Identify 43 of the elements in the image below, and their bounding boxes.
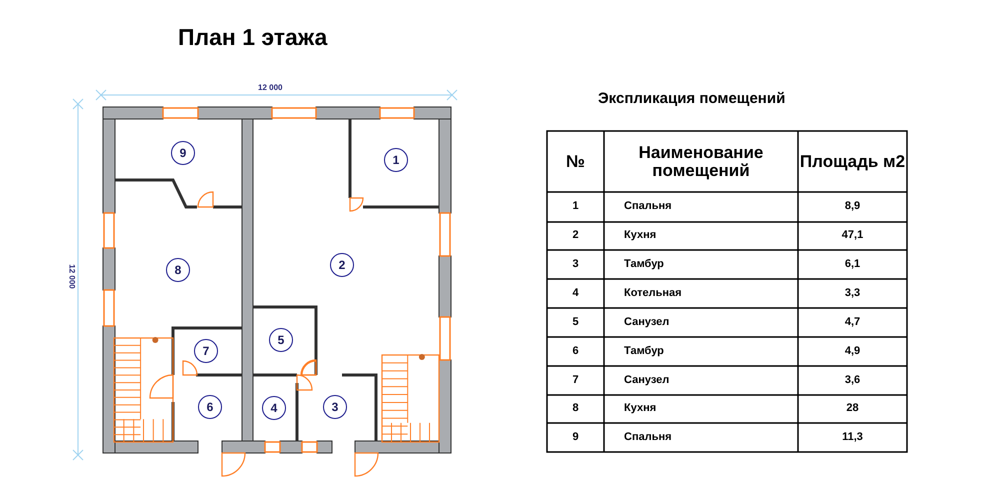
table-cell-text: Тамбур	[623, 256, 665, 272]
table-cell-text: 4,9	[844, 344, 862, 359]
column-header: Наименование помещений	[638, 142, 764, 182]
room-number-circle: 8	[166, 258, 190, 282]
room-number-circle: 9	[171, 141, 195, 165]
room-number-circle: 5	[269, 328, 293, 352]
table-cell-text: 28	[845, 401, 860, 416]
table-cell-text: Санузел	[623, 314, 670, 330]
room-number-circle: 3	[323, 395, 347, 419]
dimension-text: 12 000	[68, 263, 76, 291]
room-number-circle: 7	[194, 339, 218, 363]
table-cell-text: Котельная	[623, 286, 683, 301]
table-cell-text: 3,6	[844, 372, 862, 388]
table-cell-text: Санузел	[623, 372, 670, 388]
table-cell-text: 5	[571, 314, 580, 330]
room-number-circle: 4	[262, 396, 286, 420]
table-cell-text: 2	[571, 228, 580, 244]
title: План 1 этажа	[178, 24, 328, 51]
table-cell-text: Спальня	[623, 430, 673, 445]
table-cell-text: 11,3	[841, 430, 864, 445]
table-cell-text: 3,3	[844, 286, 862, 301]
column-header: №	[565, 150, 586, 173]
table-cell-text: 4,7	[844, 314, 862, 330]
table-cell-text: 8,9	[844, 199, 862, 214]
room-number-circle: 2	[330, 253, 354, 277]
column-header: Площадь м2	[798, 150, 906, 173]
table-cell-text: Тамбур	[623, 344, 665, 359]
table-cell-text: 1	[571, 199, 580, 214]
dimension-text: 12 000	[258, 83, 282, 92]
table-cell-text: Кухня	[623, 228, 658, 244]
table-cell-text: Спальня	[623, 199, 673, 214]
table-title: Экспликация помещений	[598, 90, 786, 107]
table-cell-text: 4	[571, 286, 580, 301]
table-cell-text: Кухня	[623, 401, 658, 416]
table-cell-text: 6,1	[844, 256, 862, 272]
table-cell-text: 3	[571, 256, 580, 272]
table-cell-text: 6	[571, 344, 580, 359]
table-cell-text: 9	[571, 430, 580, 445]
room-number-circle: 1	[384, 148, 408, 172]
table-cell-text: 8	[571, 401, 580, 416]
table-cell-text: 7	[571, 372, 580, 388]
table-cell-text: 47,1	[840, 228, 864, 244]
room-number-circle: 6	[198, 395, 222, 419]
